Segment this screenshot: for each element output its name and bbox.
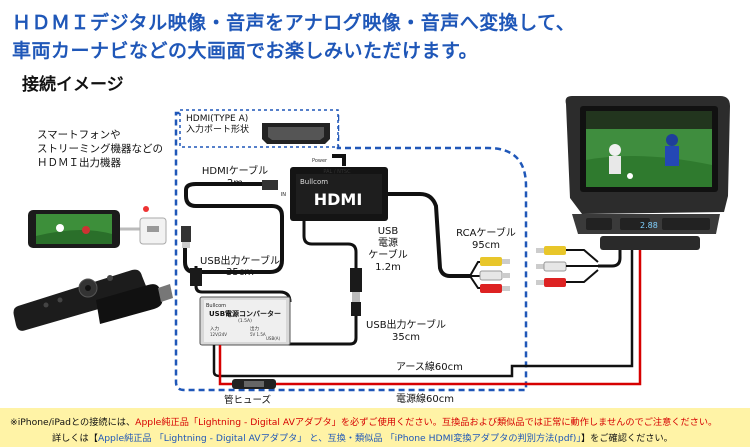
svg-text:Bullcom: Bullcom (300, 178, 328, 186)
svg-text:入力: 入力 (210, 325, 219, 332)
car-monitor: 2.88 (565, 96, 730, 250)
usb-output-cable-top-label: USB出力ケーブル 35cm (200, 256, 280, 278)
svg-text:Power: Power (312, 158, 328, 164)
svg-text:(1.5A): (1.5A) (238, 318, 252, 324)
earth-wire-label: アース線60cm (396, 362, 463, 373)
svg-text:2.88: 2.88 (640, 221, 658, 230)
usb-output-cable-bottom-label: USB出力ケーブル 35cm (366, 320, 446, 343)
svg-text:Bullcom: Bullcom (206, 303, 226, 309)
notice-line2-suffix: 】をご確認ください。 (580, 433, 673, 444)
usb-power-cable-label: USB 電源 ケーブル 1.2m (368, 226, 408, 273)
notice-banner: ※iPhone/iPadとの接続には、Apple純正品「Lightning - … (0, 408, 750, 447)
source-devices-label: スマートフォンや ストリーミング機器などの ＨＤＭＩ出力機器 (37, 129, 163, 169)
rca-yellow (480, 257, 502, 266)
section-title: 接続イメージ (22, 75, 124, 95)
svg-text:USB(A): USB(A) (266, 336, 281, 341)
adapter-guide-link[interactable]: Apple純正品 「Lightning - Digital AVアダプタ」 と、… (97, 433, 581, 444)
svg-text:IN: IN (281, 192, 286, 198)
hdmi-cable-label: HDMIケーブル 2m (201, 166, 269, 189)
notice-warning: Apple純正品「Lightning - Digital AVアダプタ」を必ずご… (135, 417, 718, 428)
notice-line2-prefix: 詳しくは【 (52, 433, 98, 444)
fuse-label: 管ヒューズ (224, 395, 272, 406)
svg-text:出力: 出力 (250, 325, 259, 332)
rca-cable (388, 192, 470, 278)
usb-power-cable (302, 221, 358, 268)
power-wire-label: 電源線60cm (396, 394, 454, 405)
svg-text:5V 1.5A: 5V 1.5A (250, 332, 266, 337)
svg-text:PAL / NTSC: PAL / NTSC (323, 169, 351, 175)
power-wire (218, 238, 642, 386)
notice-prefix: ※iPhone/iPadとの接続には、 (10, 417, 136, 428)
headline-line-1: ＨＤＭＩデジタル映像・音声をアナログ映像・音声へ変換して、 (12, 12, 576, 34)
rca-cable-label: RCAケーブル 95cm (456, 228, 516, 251)
hdmi-input-label: HDMI(TYPE A) 入力ポート形状 (186, 114, 250, 135)
usb-connector (350, 268, 362, 292)
earth-wire (212, 236, 634, 378)
usb-power-converter: Bullcom USB電源コンバーター (1.5A) 入力 12V/24V 出力… (199, 296, 291, 346)
streaming-stick (13, 269, 173, 331)
svg-text:12V/24V: 12V/24V (210, 332, 227, 337)
svg-text:USB電源コンバーター: USB電源コンバーター (209, 309, 281, 318)
svg-text:HDMI: HDMI (314, 190, 363, 209)
hdmi-converter-box: Bullcom HDMI PAL / NTSC Power IN OUT (281, 154, 404, 221)
connection-diagram: Bullcom HDMI PAL / NTSC Power IN OUT Bul… (13, 96, 730, 392)
headline-line-2: 車両カーナビなどの大画面でお楽しみいただけます。 (12, 40, 479, 62)
bundle-outline (174, 111, 528, 392)
